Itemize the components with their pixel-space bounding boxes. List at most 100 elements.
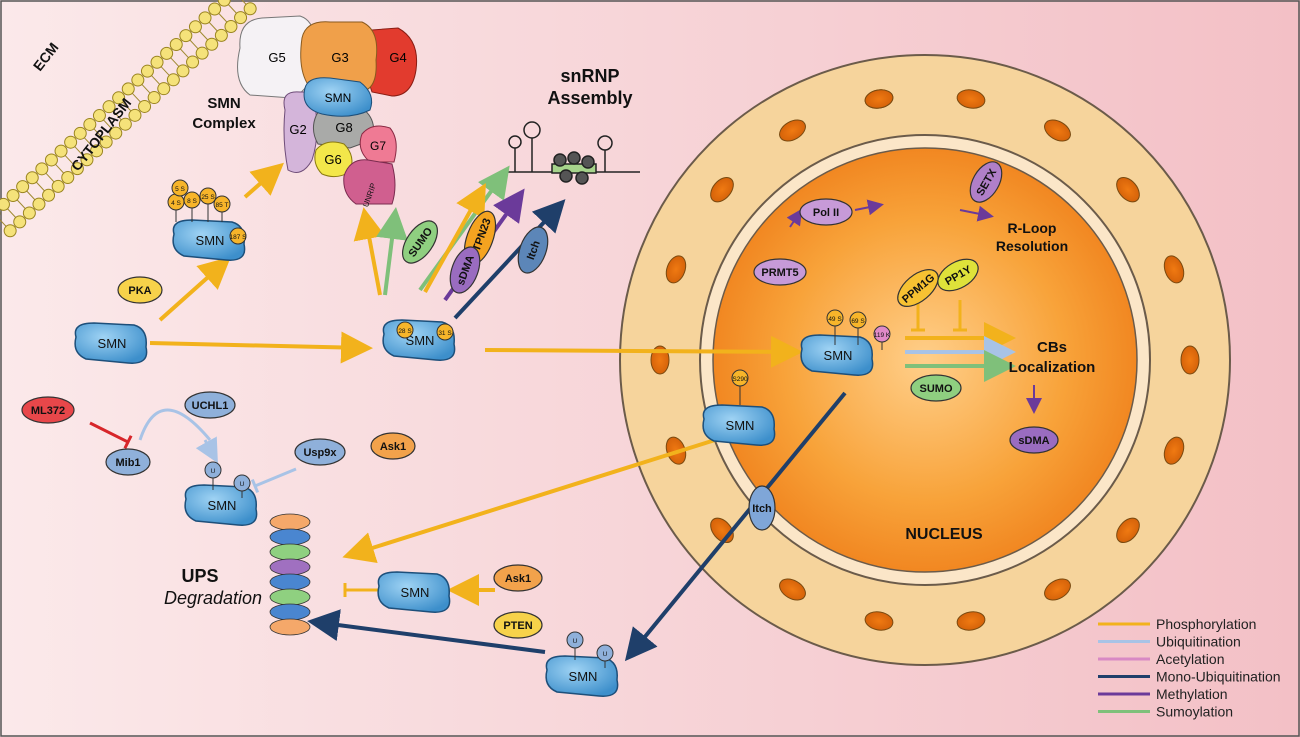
site-s49-label: 49 S — [828, 316, 842, 323]
smn-protein: SMN — [74, 322, 148, 364]
nuclear-pore — [864, 611, 894, 631]
lipid-head — [16, 180, 30, 194]
ask1-lower-shape — [493, 564, 543, 592]
lipid-head — [32, 197, 46, 211]
lipid-head — [188, 20, 202, 34]
proteasome-ring — [269, 528, 311, 546]
smn-label: SMN — [726, 418, 755, 433]
itch-cyto: Itch — [517, 226, 549, 274]
rloop-title-line2: Resolution — [996, 238, 1068, 254]
itch-nuc: Itch — [748, 485, 776, 531]
sdma-nuc-shape — [1009, 426, 1059, 454]
smn-shape — [184, 484, 258, 526]
lipid-head — [224, 20, 238, 34]
sumo-nuc-shape — [910, 374, 962, 402]
nucleus-label: NUCLEUS — [905, 526, 983, 543]
lipid-tail — [170, 57, 180, 67]
nuclear-pore — [1044, 578, 1071, 601]
site-s31-circle — [436, 323, 454, 341]
sumo-nuc-label: SUMO — [920, 383, 953, 395]
gemin3-label: G3 — [331, 50, 348, 65]
lipid-head — [42, 188, 56, 202]
prmt5-shape — [753, 258, 807, 286]
proteasome-ring — [269, 558, 311, 576]
lipid-tail — [55, 163, 65, 174]
pka-shape — [117, 276, 163, 304]
lipid-head — [35, 162, 49, 176]
lipid-head — [64, 135, 78, 149]
lipid-head — [80, 153, 94, 167]
inhibition-arrow — [254, 467, 297, 488]
itch-nuc-shape — [748, 485, 776, 531]
site-s5-circle — [171, 179, 189, 197]
proteasome-ring — [269, 543, 311, 561]
mib1-label: Mib1 — [115, 457, 140, 469]
site-s187-circle — [229, 227, 247, 245]
mib1: Mib1 — [105, 448, 151, 476]
smn-complex-title-line1: SMN — [207, 95, 240, 112]
lipid-head — [179, 29, 193, 43]
lipid-tail — [151, 75, 161, 85]
smn-complex: G5 G4 G3 G2 G8 SMN G6 G7 UNRIP — [237, 15, 418, 208]
usp9x-shape — [294, 438, 346, 466]
lipid-head — [121, 82, 135, 96]
lipid-head — [186, 55, 200, 69]
lipid-head — [70, 162, 84, 176]
pka-label: PKA — [128, 285, 151, 297]
site-s69-label: 69 S — [851, 318, 865, 325]
uchl1: UCHL1 — [184, 391, 236, 419]
site-s25-label: 25 S — [201, 194, 215, 201]
ubiquitin-3-circle — [566, 631, 584, 649]
ubiquitin-4-circle — [596, 644, 614, 662]
pol2-shape — [799, 198, 853, 226]
smn-label: SMN — [406, 333, 435, 348]
smn-shape — [172, 219, 246, 261]
ml372-label: ML372 — [31, 405, 65, 417]
site-s28: 28 S — [396, 321, 414, 339]
inhibition-arrow — [89, 421, 129, 444]
sumo-nuc: SUMO — [910, 374, 962, 402]
pten-label: PTEN — [503, 620, 532, 632]
site-s85: 85 T — [213, 195, 231, 222]
usp9x-label: Usp9x — [303, 447, 337, 459]
smn-label: SMN — [208, 498, 237, 513]
pten: PTEN — [493, 611, 543, 639]
nucleus: NUCLEUS — [619, 54, 1231, 666]
proteasome-ring — [269, 603, 311, 621]
ubiquitin-2-label: U — [240, 481, 245, 488]
itch-nuc-label: Itch — [752, 503, 772, 515]
proteasome-ring — [269, 513, 311, 531]
smn-protein: SMN — [172, 219, 246, 261]
prmt5: PRMT5 — [753, 258, 807, 286]
lipid-head — [140, 64, 154, 78]
ubiquitin-2: U — [233, 474, 251, 498]
site-s49: 49 S — [826, 309, 844, 345]
lipid-head — [195, 46, 209, 60]
cell-membrane — [0, 0, 257, 238]
setx-shape — [969, 161, 1003, 203]
lipid-tail — [160, 66, 170, 76]
ppm1g-shape — [897, 269, 939, 307]
smn-shape — [800, 334, 874, 376]
site-s28-label: 28 S — [398, 328, 412, 335]
lipid-head — [0, 197, 10, 211]
inhibition-bar — [250, 478, 260, 494]
lipid-head — [166, 73, 180, 87]
pathway-arrow — [342, 438, 716, 564]
site-s69: 69 S — [849, 311, 867, 345]
legend-label: Acetylation — [1156, 651, 1224, 667]
site-s5-label: 5 S — [175, 186, 185, 193]
nuclear-pore — [1044, 119, 1071, 142]
nuclear-pores — [650, 89, 1200, 631]
nuclear-pore — [956, 89, 986, 109]
lipid-head — [92, 109, 106, 123]
ups-title-line1: UPS — [181, 566, 218, 586]
lipid-head — [234, 11, 248, 25]
ask1-lower-label: Ask1 — [505, 573, 531, 585]
lipid-head — [83, 117, 97, 131]
sumo-cyto-shape — [401, 220, 439, 264]
site-s85-circle — [213, 195, 231, 213]
site-s69-circle — [849, 311, 867, 329]
